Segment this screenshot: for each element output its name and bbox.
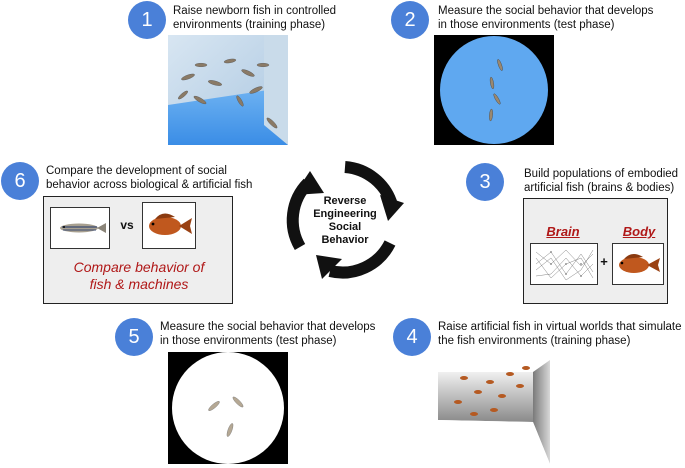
virtual-world-image [438,352,550,464]
cycle-title: Reverse Engineering Social Behavior [305,195,385,247]
cycle-arrowhead-3 [294,171,324,195]
real-fish-frame [50,207,110,249]
step-1-line1: Raise newborn fish in controlled [173,5,337,17]
virtual-world-panel [438,352,550,464]
cycle-arrowhead-2 [316,255,342,279]
fish-body-icon [619,253,660,273]
step-4-line2: the fish environments (training phase) [438,335,631,347]
step-4-line1: Raise artificial fish in virtual worlds … [438,321,682,333]
compare-caption-line2: fish & machines [89,276,189,292]
virtual-test-image [172,352,284,464]
body-label: Body [622,224,656,239]
cycle-arrows [286,161,404,279]
step-2-text: Measure the social behavior that develop… [438,4,653,32]
step-5-text: Measure the social behavior that develop… [160,320,375,348]
plus-sign: + [600,254,608,269]
compare-caption: Compare behavior of fish & machines [44,259,234,293]
step-6-badge: 6 [1,162,39,200]
step-6-line1: Compare the development of social [46,165,227,177]
step-6-line2: behavior across biological & artificial … [46,179,253,191]
zebrafish-icon [60,223,106,233]
virtual-test-panel [168,352,288,464]
vs-label: vs [120,218,134,232]
step-2-badge: 2 [391,1,429,39]
brain-frame [530,243,598,285]
step-1-text: Raise newborn fish in controlled environ… [173,4,336,32]
step-1-line2: environments (training phase) [173,19,326,31]
cycle-line3: Social [328,221,362,233]
cycle-arrowhead-1 [380,195,404,221]
step-3-badge: 3 [466,163,504,201]
step-6-text: Compare the development of social behavi… [46,164,252,192]
step-4-text: Raise artificial fish in virtual worlds … [438,320,682,348]
step-3-text: Build populations of embodied artificial… [524,167,678,195]
step-2-line2: in those environments (test phase) [438,19,615,31]
test-arena-image [440,36,548,144]
test-arena-panel [434,35,554,145]
brain-label: Brain [546,224,580,239]
cycle-line2: Engineering [313,208,377,220]
compare-caption-line1: Compare behavior of [73,259,205,275]
step-5-badge: 5 [115,318,153,356]
step-5-line1: Measure the social behavior that develop… [160,321,376,333]
step-3-line1: Build populations of embodied [524,168,679,180]
artificial-fish-icon [149,213,192,235]
neural-network-icon [535,249,594,281]
artificial-fish-frame [142,202,196,249]
compare-box: vs Compare behavior of fish & machines [43,196,233,304]
cycle-line1: Reverse [323,195,367,207]
step-3-line2: artificial fish (brains & bodies) [524,182,675,194]
step-2-line1: Measure the social behavior that develop… [438,5,654,17]
step-1-badge: 1 [128,1,166,39]
body-frame [612,243,664,285]
step-4-badge: 4 [393,318,431,356]
fish-tank-image [168,35,288,145]
cycle-line4: Behavior [321,234,369,246]
fish-tank-panel [168,35,288,145]
step-5-line2: in those environments (test phase) [160,335,337,347]
build-box: Brain + Body [523,198,668,304]
